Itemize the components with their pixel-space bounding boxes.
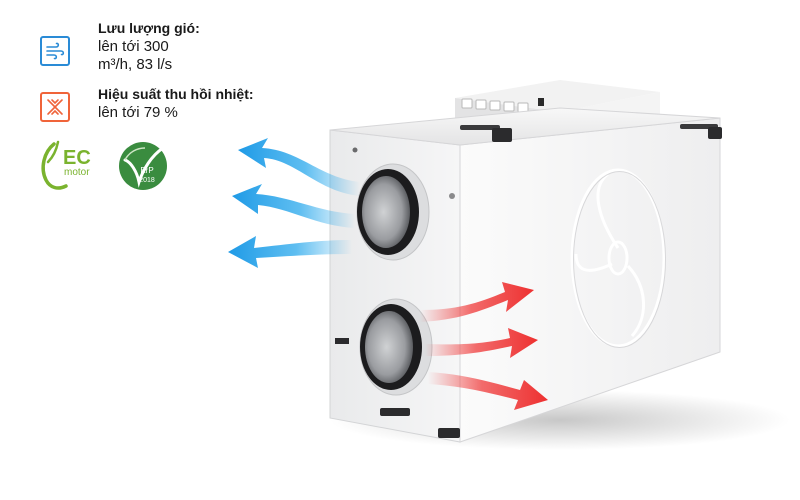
ec-motor-small-text: motor: [64, 167, 90, 178]
heat-recovery-icon: [40, 92, 70, 122]
heat-recovery-title: Hiệu suất thu hồi nhiệt:: [98, 86, 254, 102]
heat-recovery-value: lên tới 79 %: [98, 104, 178, 121]
airflow-value: lên tới 300 m³/h, 83 l/s: [98, 38, 173, 73]
spec-airflow: Lưu lượng gió: lên tới 300 m³/h, 83 l/s: [40, 20, 200, 74]
erp-bottom-text: 2018: [139, 177, 155, 184]
supply-arrows: [420, 282, 548, 410]
airflow-title: Lưu lượng gió:: [98, 20, 200, 36]
spec-heat-recovery: Hiệu suất thu hồi nhiệt: lên tới 79 %: [40, 86, 254, 122]
ec-motor-big-text: EC: [63, 147, 91, 169]
erp-2018-badge: ErP 2018: [117, 140, 169, 197]
erp-top-text: ErP: [140, 166, 153, 175]
airflow-icon: [40, 36, 70, 66]
exhaust-arrows: [228, 138, 360, 268]
ec-motor-logo: EC motor: [36, 138, 102, 199]
